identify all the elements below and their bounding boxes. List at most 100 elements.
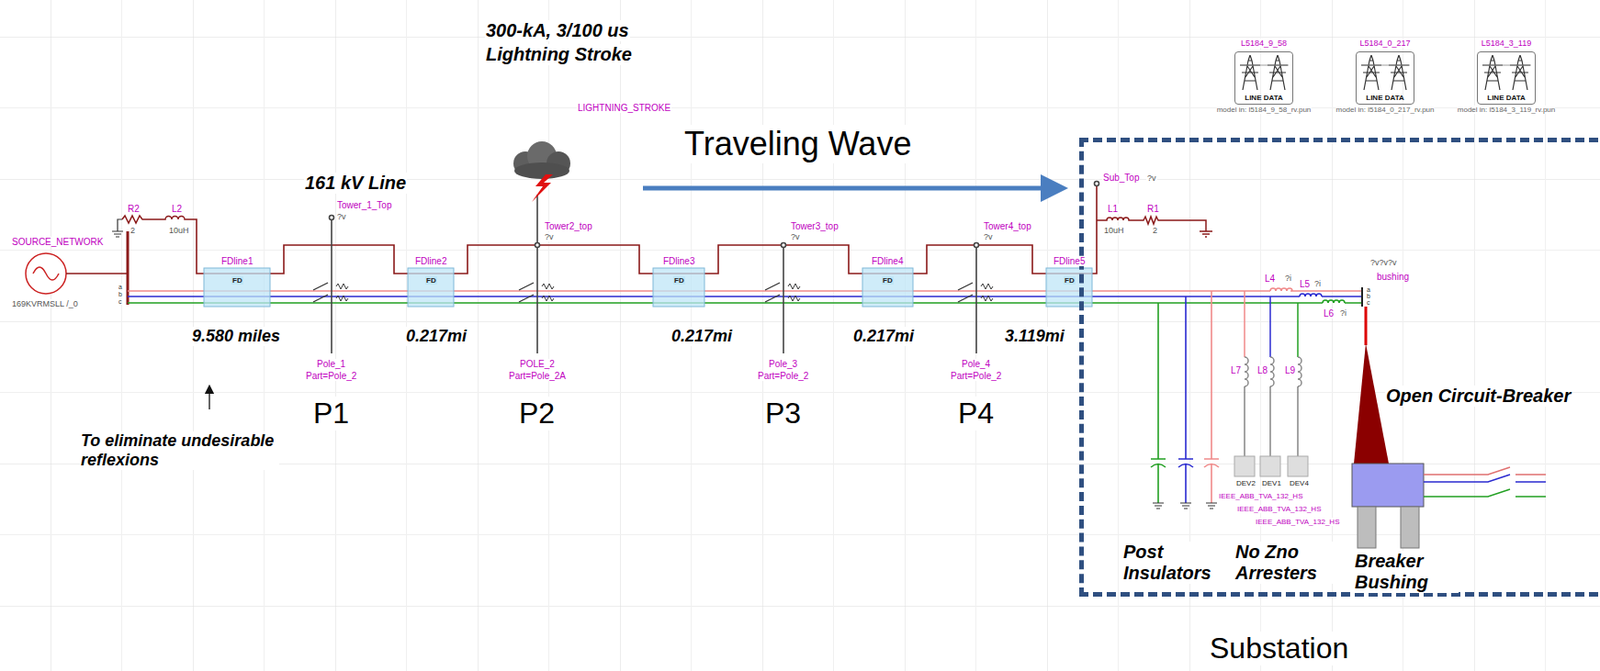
value-label: ?v xyxy=(982,232,994,242)
annotation: Post Insulators xyxy=(1122,541,1230,585)
component-name: L2 xyxy=(170,203,183,215)
ground-symbol xyxy=(1205,503,1217,509)
line-name: L5184_9_58 xyxy=(1240,38,1287,48)
phase-letter: b xyxy=(1365,292,1372,300)
breaker xyxy=(1352,463,1424,508)
model-file: model in: l5184_3_119_rv.pun xyxy=(1457,105,1555,114)
component-name: Tower_1_Top xyxy=(336,200,393,211)
value-label: ?i xyxy=(1313,279,1322,289)
region-heading: Substation xyxy=(1209,631,1349,666)
wire xyxy=(1243,291,1246,358)
capacitor-symbol xyxy=(1204,291,1219,460)
source xyxy=(122,215,190,224)
pole-number: P1 xyxy=(312,396,350,431)
component-name: FDline5 xyxy=(1052,256,1086,267)
icon-label: LINE DATA xyxy=(1487,93,1525,102)
wire xyxy=(1296,303,1299,358)
capacitor-symbol xyxy=(1178,296,1194,460)
line-data-icon: L5184_3_119LINE DATAmodel in: l5184_3_11… xyxy=(1476,51,1536,105)
component-name: Tower2_top xyxy=(543,221,594,232)
phase-letter: c xyxy=(1365,299,1372,306)
phase-conductors xyxy=(127,290,1363,293)
value-label: ?v xyxy=(1146,173,1158,183)
shield-wire xyxy=(189,183,1097,274)
shield-wire xyxy=(189,183,1213,274)
value-label: 2 xyxy=(129,225,136,236)
insulator-resistor xyxy=(336,295,349,302)
annotation: 0.217mi xyxy=(670,326,733,347)
line-data-icons xyxy=(1388,55,1409,91)
phase-conductors xyxy=(127,291,1363,304)
capacitor-symbol xyxy=(1150,464,1166,505)
annotation: 9.580 miles xyxy=(191,326,282,347)
insulator-resistor xyxy=(336,283,349,290)
fd-line-boxes xyxy=(1046,268,1093,307)
value-label: 2 xyxy=(1151,225,1159,236)
breaker xyxy=(1423,467,1546,475)
component-name: FDline2 xyxy=(414,256,448,267)
insulator-resistor xyxy=(788,295,800,302)
annotation: Breaker Bushing xyxy=(1353,551,1459,594)
note-arrow xyxy=(208,389,210,410)
towers xyxy=(974,243,980,248)
line-name: L5184_0_217 xyxy=(1359,38,1410,48)
component-name: FDline4 xyxy=(870,256,904,267)
phase-letter: a xyxy=(117,283,124,291)
model-name: IEEE_ABB_TVA_132_HS xyxy=(1236,505,1322,514)
insulator-switch xyxy=(765,282,780,291)
model-file: model in: l5184_0_217_rv.pun xyxy=(1335,105,1434,114)
line-name: L5184_3_119 xyxy=(1481,38,1532,48)
insulator-switch xyxy=(765,294,780,303)
breaker xyxy=(1400,507,1420,549)
component-name: Tower3_top xyxy=(789,221,840,232)
traveling-wave-arrow xyxy=(642,186,1055,192)
arrester-device xyxy=(1287,456,1308,477)
lightning-cloud xyxy=(531,174,553,203)
phase-letter: a xyxy=(1365,286,1372,293)
line-data-icons xyxy=(1239,55,1532,91)
component-name: L9 xyxy=(1284,365,1296,376)
inductor-symbol xyxy=(1322,300,1345,304)
breaker xyxy=(1357,507,1376,549)
pole-number: P2 xyxy=(518,396,556,431)
shield-wire xyxy=(1096,216,1213,237)
line-data-icons xyxy=(1482,55,1503,91)
component-name: bushing xyxy=(1375,271,1410,282)
insulator-resistor xyxy=(541,295,554,302)
source xyxy=(33,267,59,281)
value-label: ?v xyxy=(543,232,555,242)
component-name: L4 xyxy=(1263,273,1276,284)
value-label: ?i xyxy=(1284,273,1293,283)
component-name: L7 xyxy=(1229,365,1242,376)
source xyxy=(112,219,124,237)
line-data-icons xyxy=(1509,55,1531,91)
icon-label: LINE DATA xyxy=(1244,93,1283,102)
breaker xyxy=(1352,287,1546,549)
component-name: L6 xyxy=(1322,308,1335,319)
arrester-device xyxy=(1260,456,1281,477)
ground-symbol xyxy=(1180,503,1192,509)
inductor-symbol xyxy=(1297,357,1302,387)
annotation: 0.217mi xyxy=(852,326,915,347)
component-name: LIGHTNING_STROKE xyxy=(576,102,672,113)
line-data-icons xyxy=(1267,55,1288,91)
breaker xyxy=(1423,474,1546,483)
device-name: DEV4 xyxy=(1288,479,1310,488)
component-name: L5 xyxy=(1298,279,1311,290)
model-file: model in: l5184_9_58_rv.pun xyxy=(1216,105,1312,114)
insulator-switch xyxy=(957,294,973,303)
component-name: Tower4_top xyxy=(982,221,1033,232)
insulator-switch xyxy=(313,282,328,291)
source xyxy=(66,272,128,275)
line-data-icons xyxy=(1361,65,1410,67)
insulator-resistor xyxy=(788,283,800,290)
wire xyxy=(1243,386,1245,457)
line-data-icon: L5184_0_217LINE DATAmodel in: l5184_0_21… xyxy=(1355,51,1415,105)
towers xyxy=(329,215,335,221)
breaker xyxy=(1364,306,1368,346)
insulator-switch xyxy=(957,282,973,291)
source xyxy=(126,231,130,305)
value-label: ?v xyxy=(789,232,801,242)
